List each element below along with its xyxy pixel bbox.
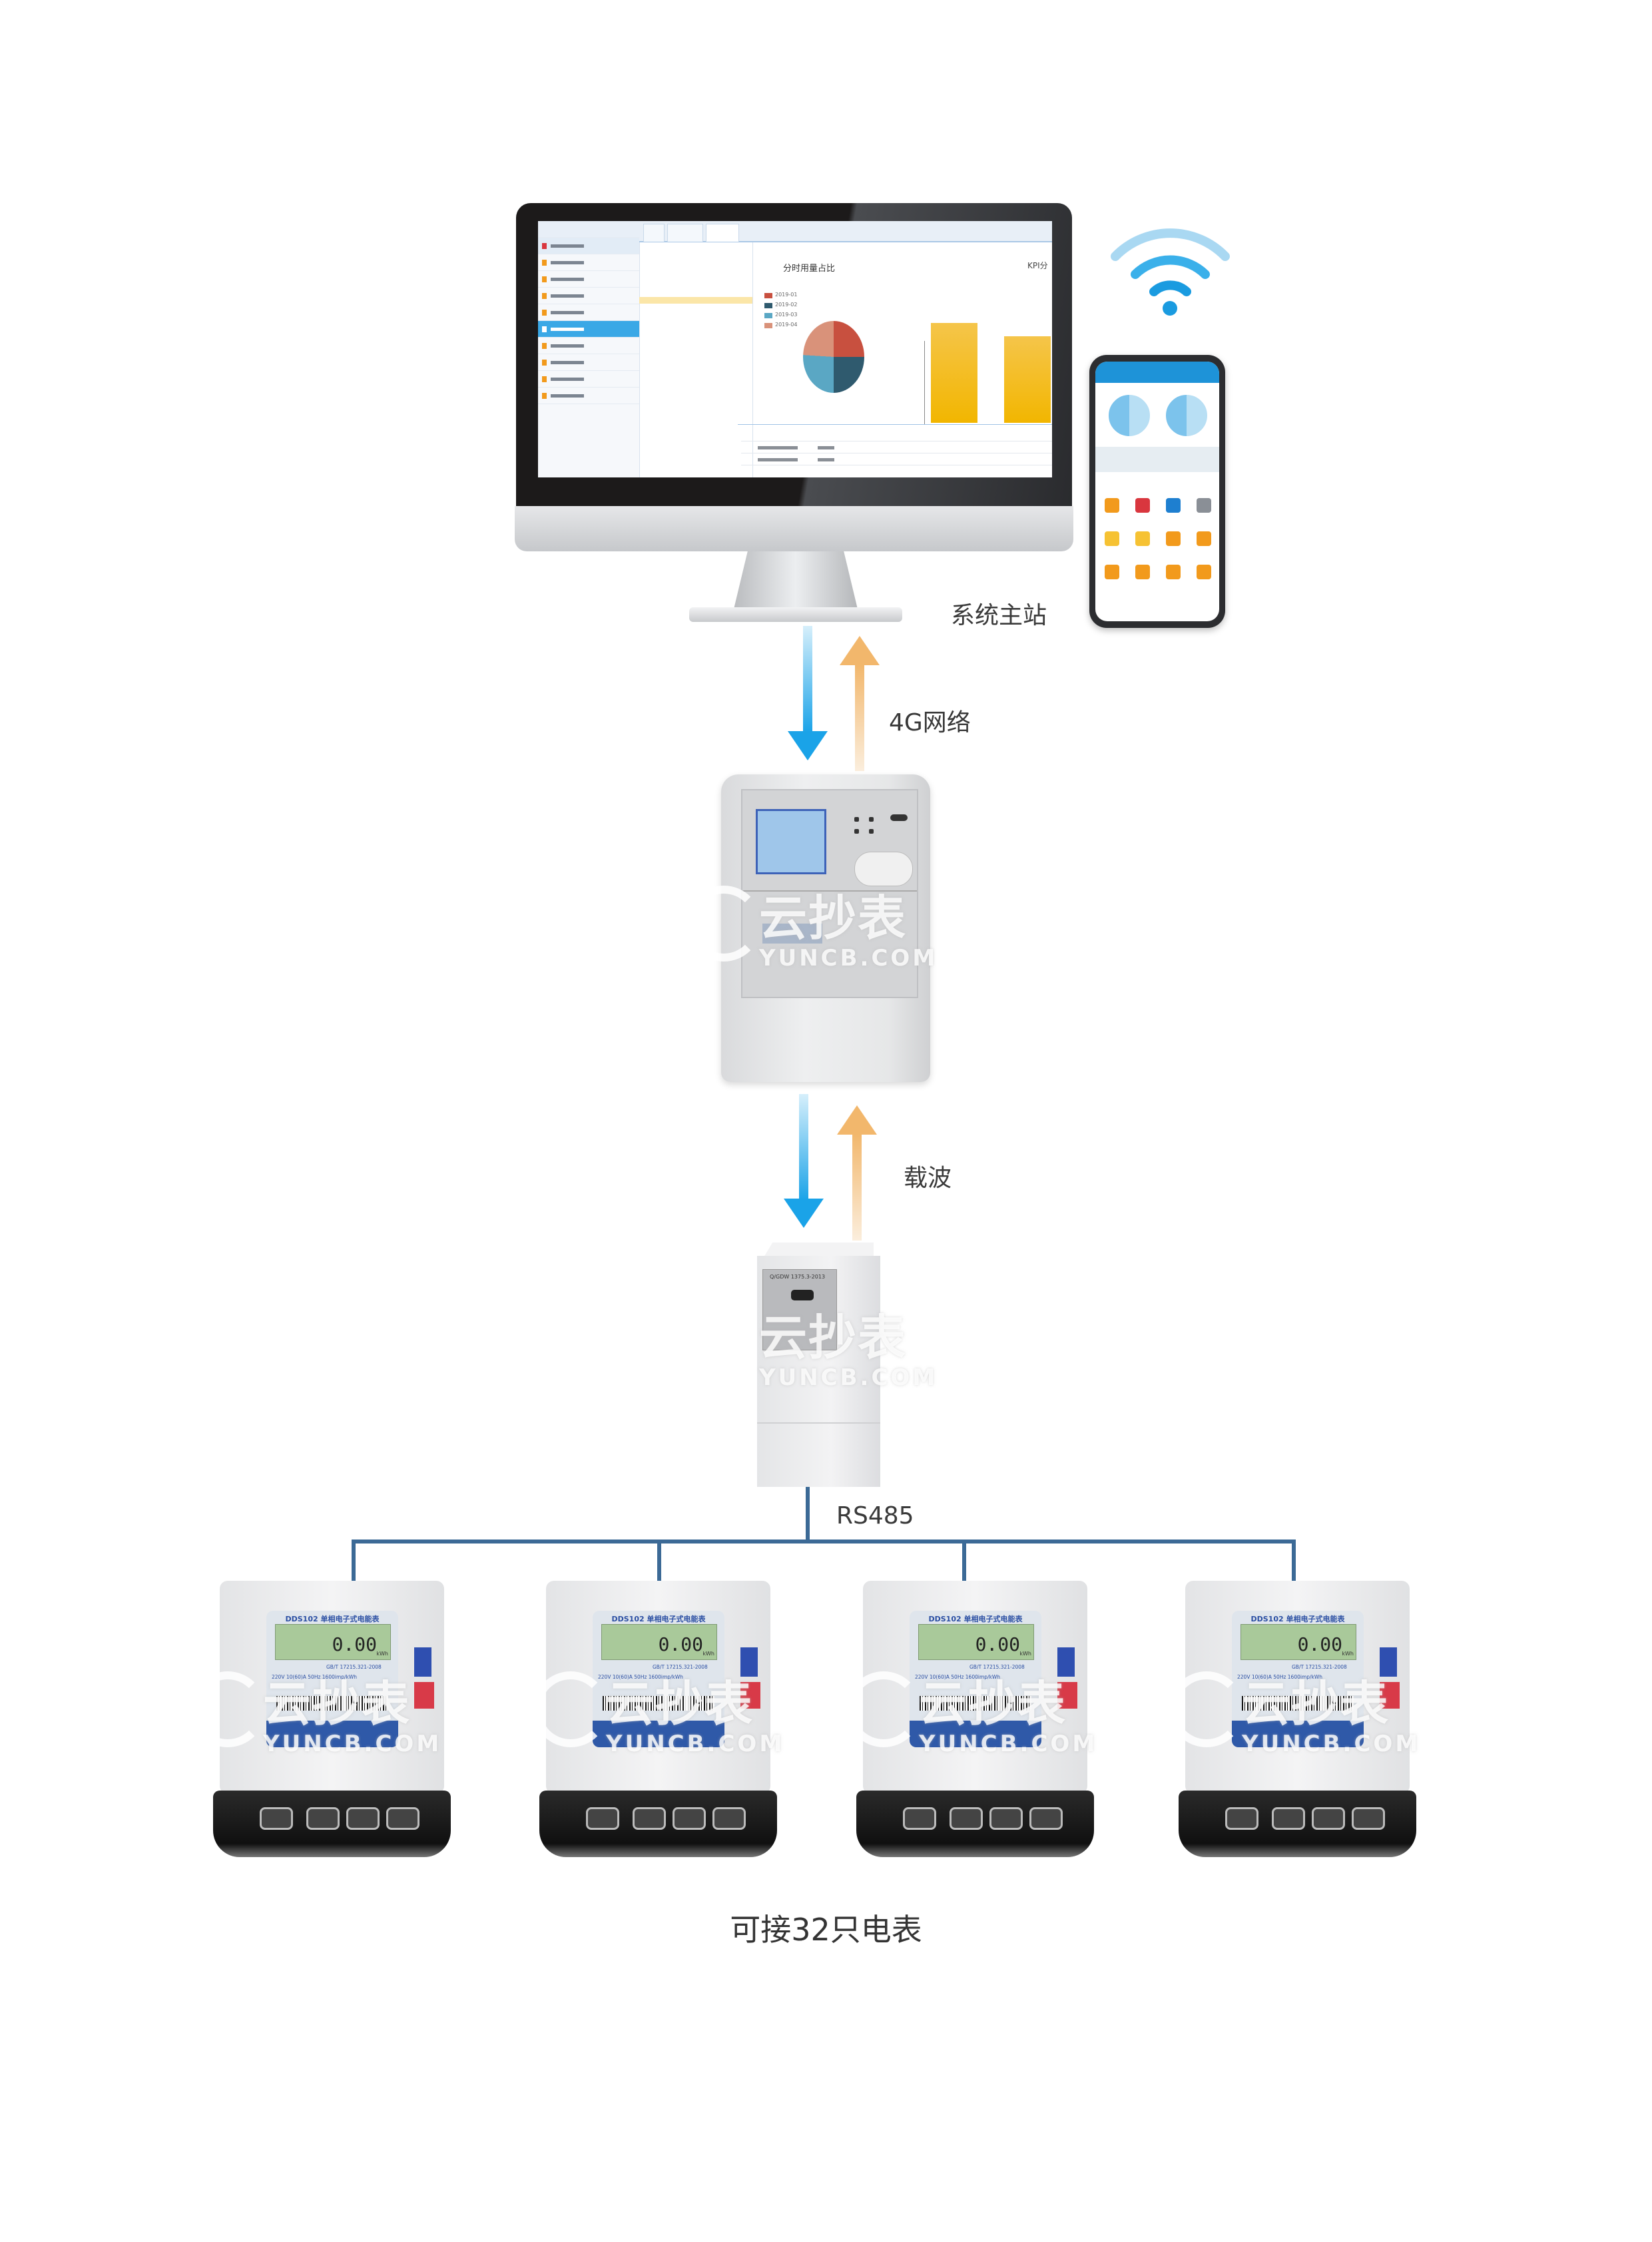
pie-chart (803, 321, 864, 393)
uplink-arrow-head (840, 636, 880, 665)
meter-spec: 220V 10(60)A 50Hz 1600imp/kWh (1237, 1674, 1323, 1680)
kpi-bar (931, 323, 977, 423)
wifi-icon (1111, 228, 1230, 316)
meter-red-seal (1380, 1682, 1400, 1709)
meter-model: DDS102 单相电子式电能表 (285, 1615, 380, 1623)
meter-reading: 0.00 (658, 1633, 703, 1655)
meter-terminal-block (213, 1791, 451, 1857)
uplink-arrow (852, 1134, 862, 1241)
concentrator-display (756, 809, 826, 874)
rs485-drop (657, 1540, 661, 1581)
mobile-phone (1089, 355, 1225, 628)
keypad (854, 852, 913, 886)
network-4g-label: 4G网络 (889, 709, 971, 736)
carrier-label: 载波 (904, 1165, 952, 1192)
meter-unit: kWh (1019, 1651, 1031, 1657)
meter-standard: GB/T 17215.321-2008 (326, 1664, 382, 1670)
collector-standard: Q/GDW 1375.3-2013 (770, 1274, 826, 1280)
meter-unit: kWh (702, 1651, 714, 1657)
uplink-arrow (855, 665, 864, 771)
meter-terminal-block (856, 1791, 1094, 1857)
meter-model: DDS102 单相电子式电能表 (928, 1615, 1023, 1623)
rs485-drop (352, 1540, 356, 1581)
legend-item: 2019-03 (775, 312, 798, 318)
meter-barcode (276, 1696, 388, 1711)
meter-blue-cover (1057, 1647, 1075, 1677)
meter-blue-cover (414, 1647, 431, 1677)
meter-terminal-block (1179, 1791, 1416, 1857)
rs485-drop (962, 1540, 966, 1581)
meter-model: DDS102 单相电子式电能表 (1250, 1615, 1345, 1623)
meter-barcode (1242, 1696, 1354, 1711)
meter-capacity-label: 可接32只电表 (730, 1912, 922, 1948)
monitor-chin (515, 506, 1073, 551)
downlink-arrow (799, 1094, 808, 1201)
rs485-drop (1292, 1540, 1296, 1581)
meter-red-seal (740, 1682, 760, 1709)
collector-port (791, 1290, 814, 1300)
legend-item: 2019-02 (775, 302, 798, 308)
meter-spec: 220V 10(60)A 50Hz 1600imp/kWh (272, 1674, 358, 1680)
meter-reading: 0.00 (975, 1633, 1020, 1655)
master-station-label: 系统主站 (951, 602, 1047, 629)
meter-standard: GB/T 17215.321-2008 (653, 1664, 708, 1670)
meter-reading: 0.00 (1297, 1633, 1342, 1655)
meter-barcode (603, 1696, 714, 1711)
downlink-arrow (803, 626, 812, 732)
rs485-label: RS485 (836, 1502, 914, 1530)
meter-standard: GB/T 17215.321-2008 (969, 1664, 1025, 1670)
screen-tabs (639, 221, 1052, 242)
phone-screen (1095, 362, 1219, 621)
meter-blue-cover (740, 1647, 758, 1677)
meter-blue-cover (1380, 1647, 1397, 1677)
meter-unit: kWh (1342, 1651, 1354, 1657)
downlink-arrow-head (784, 1199, 824, 1228)
screen-tree (639, 242, 753, 477)
meter-model: DDS102 单相电子式电能表 (611, 1615, 706, 1623)
monitor-stand (732, 551, 859, 615)
meter-reading: 0.00 (332, 1633, 377, 1655)
rs485-bus-trunk (806, 1487, 810, 1543)
meter-spec: 220V 10(60)A 50Hz 1600imp/kWh (598, 1674, 684, 1680)
meter-unit: kWh (376, 1651, 388, 1657)
meter-terminal-block (539, 1791, 777, 1857)
meter-red-seal (414, 1682, 434, 1709)
kpi-bar (1004, 336, 1051, 423)
meter-standard: GB/T 17215.321-2008 (1292, 1664, 1347, 1670)
meter-red-seal (1057, 1682, 1077, 1709)
meter-barcode (920, 1696, 1031, 1711)
pie-chart-title: 分时用量占比 (783, 264, 836, 274)
screen-sidebar (538, 221, 640, 477)
legend-item: 2019-01 (775, 292, 798, 298)
concentrator (721, 774, 930, 1082)
monitor-stand-base (689, 607, 902, 622)
uplink-arrow-head (837, 1105, 877, 1135)
phone-header (1095, 362, 1219, 383)
meter-spec: 220V 10(60)A 50Hz 1600imp/kWh (915, 1674, 1001, 1680)
monitor-screen: 分时用量占比 KPI分 2019-01 2019-02 2019-03 2019… (538, 221, 1052, 477)
kpi-chart-title: KPI分 (1027, 261, 1048, 270)
rs485-bus (352, 1540, 1296, 1543)
collector: Q/GDW 1375.3-2013 (757, 1243, 880, 1487)
downlink-arrow-head (788, 731, 828, 760)
legend-item: 2019-04 (775, 322, 798, 328)
